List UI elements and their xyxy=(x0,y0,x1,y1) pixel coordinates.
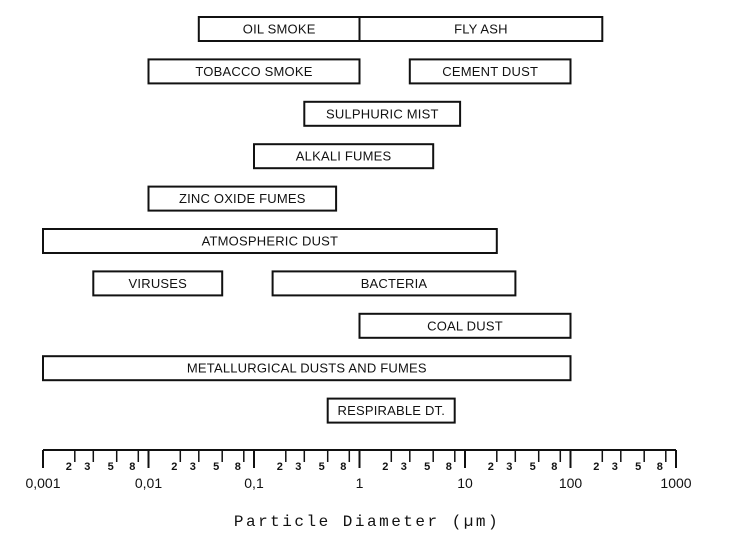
major-tick-label: 0,1 xyxy=(244,475,264,491)
bar-label-bacteria: BACTERIA xyxy=(361,276,428,291)
bar-rect-cement-dust xyxy=(408,58,572,85)
range-bar-respirable-dt: RESPIRABLE DT. xyxy=(326,397,456,424)
minor-tick-label: 5 xyxy=(635,461,641,473)
minor-tick-label: 2 xyxy=(593,461,599,473)
minor-tick-label: 2 xyxy=(277,461,283,473)
bars-layer: OIL SMOKE FLY ASH TOBACCO SMOKE CEMENT DUST… xyxy=(42,16,604,424)
minor-tick-label: 8 xyxy=(340,461,346,473)
minor-tick-label: 5 xyxy=(213,461,219,473)
bar-rect-viruses xyxy=(92,270,224,297)
range-bar-metallurgical-dusts-and-fumes: METALLURGICAL DUSTS AND FUMES xyxy=(42,355,572,382)
minor-tick-label: 3 xyxy=(401,461,407,473)
bar-rect-zinc-oxide-fumes xyxy=(147,185,338,212)
minor-tick-label: 8 xyxy=(446,461,452,473)
minor-tick-label: 5 xyxy=(108,461,114,473)
minor-tick-label: 3 xyxy=(295,461,301,473)
minor-tick-label: 2 xyxy=(382,461,388,473)
bar-label-sulphuric-mist: SULPHURIC MIST xyxy=(326,106,439,121)
range-bar-oil-smoke: OIL SMOKE xyxy=(197,16,361,42)
bar-label-zinc-oxide-fumes: ZINC OXIDE FUMES xyxy=(179,191,306,206)
bar-rect-respirable-dt xyxy=(326,397,456,424)
minor-tick-label: 2 xyxy=(171,461,177,473)
minor-tick-label: 8 xyxy=(551,461,557,473)
bar-rect-alkali-fumes xyxy=(253,143,435,170)
range-bar-fly-ash: FLY ASH xyxy=(358,16,604,42)
bar-label-coal-dust: COAL DUST xyxy=(427,318,503,333)
bar-label-oil-smoke: OIL SMOKE xyxy=(243,22,316,37)
bar-rect-sulphuric-mist xyxy=(303,100,462,127)
bar-rect-oil-smoke xyxy=(197,16,361,42)
minor-tick-label: 2 xyxy=(66,461,72,473)
bar-rect-bacteria xyxy=(271,270,517,297)
range-bar-sulphuric-mist: SULPHURIC MIST xyxy=(303,100,462,127)
bar-rect-atmospheric-dust xyxy=(42,228,498,254)
minor-tick-label: 5 xyxy=(424,461,430,473)
bar-rect-coal-dust xyxy=(358,312,572,339)
major-tick-label: 100 xyxy=(559,475,583,491)
range-bar-alkali-fumes: ALKALI FUMES xyxy=(253,143,435,170)
major-tick-label: 10 xyxy=(457,475,473,491)
range-bar-atmospheric-dust: ATMOSPHERIC DUST xyxy=(42,228,498,254)
bar-rect-fly-ash xyxy=(358,16,604,42)
minor-tick-label: 8 xyxy=(129,461,135,473)
minor-tick-label: 5 xyxy=(530,461,536,473)
minor-tick-label: 2 xyxy=(488,461,494,473)
minor-tick-label: 3 xyxy=(506,461,512,473)
bar-rect-metallurgical-dusts-and-fumes xyxy=(42,355,572,382)
range-bar-zinc-oxide-fumes: ZINC OXIDE FUMES xyxy=(147,185,338,212)
minor-tick-label: 3 xyxy=(84,461,90,473)
range-bar-tobacco-smoke: TOBACCO SMOKE xyxy=(147,58,361,85)
bar-label-atmospheric-dust: ATMOSPHERIC DUST xyxy=(202,234,339,249)
x-axis-title: Particle Diameter (µm) xyxy=(234,513,500,531)
bar-label-respirable-dt: RESPIRABLE DT. xyxy=(338,403,446,418)
minor-tick-label: 8 xyxy=(235,461,241,473)
major-tick-label: 1000 xyxy=(660,475,691,491)
range-bar-cement-dust: CEMENT DUST xyxy=(408,58,572,85)
minor-tick-label: 5 xyxy=(319,461,325,473)
bar-label-viruses: VIRUSES xyxy=(129,276,188,291)
range-bar-coal-dust: COAL DUST xyxy=(358,312,572,339)
bar-label-alkali-fumes: ALKALI FUMES xyxy=(296,149,392,164)
minor-tick-label: 3 xyxy=(190,461,196,473)
bar-label-tobacco-smoke: TOBACCO SMOKE xyxy=(195,64,312,79)
minor-tick-label: 8 xyxy=(657,461,663,473)
range-bar-viruses: VIRUSES xyxy=(92,270,224,297)
major-tick-label: 0,001 xyxy=(25,475,60,491)
major-tick-label: 1 xyxy=(356,475,364,491)
bar-label-cement-dust: CEMENT DUST xyxy=(442,64,538,79)
bar-rect-tobacco-smoke xyxy=(147,58,361,85)
bar-label-metallurgical-dusts-and-fumes: METALLURGICAL DUSTS AND FUMES xyxy=(187,361,427,376)
bar-label-fly-ash: FLY ASH xyxy=(454,22,508,37)
range-bar-bacteria: BACTERIA xyxy=(271,270,517,297)
major-tick-label: 0,01 xyxy=(135,475,162,491)
minor-tick-label: 3 xyxy=(612,461,618,473)
